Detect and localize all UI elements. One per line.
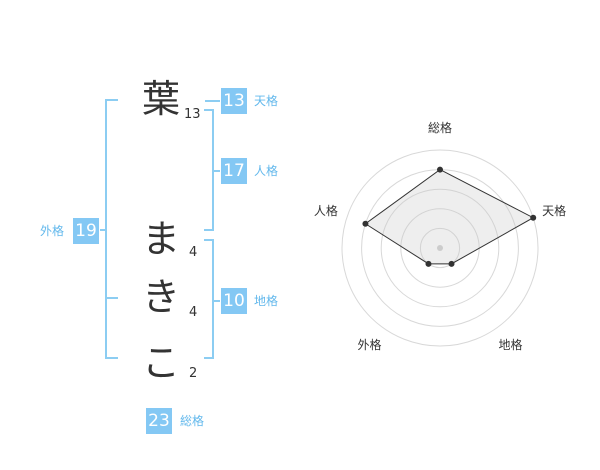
tenkaku-label: 天格 [254,94,279,108]
radar-ring [380,188,500,308]
radar-point-2 [530,214,537,221]
radar-label-2: 天格 [542,203,566,218]
soukaku-value: 23 [146,408,172,434]
jinkaku-label: 人格 [254,164,279,178]
name-char-1: 葉 [141,77,180,121]
gaikaku-label: 外格 [40,224,65,238]
name-char-2: ま [141,217,180,261]
gaikaku-value: 19 [73,218,99,244]
radar-label-1: 総格 [428,120,452,135]
radar-point-4 [425,260,432,267]
soukaku-label: 総格 [180,414,205,428]
radar-label-3: 地格 [499,337,523,352]
name-char-4: こ [141,341,180,385]
chikaku-label: 地格 [254,294,279,308]
stroke-count-1: 13 [184,107,201,122]
radar-point-1 [437,166,443,173]
stroke-count-3: 4 [189,305,198,320]
radar-label-5: 人格 [314,203,338,218]
radar-ring [341,149,539,347]
radar-ring [419,227,461,269]
radar-points [362,166,537,267]
chikaku-value: 10 [221,288,247,314]
stroke-count-2: 4 [189,245,198,260]
stroke-count-4: 2 [189,366,198,381]
radar-area [364,169,535,265]
radar-label-4: 外格 [357,337,381,352]
jinkaku-value: 17 [221,158,247,184]
radar-point-5 [362,220,369,227]
name-char-3: き [141,275,180,319]
tenkaku-value: 13 [221,88,247,114]
radar-center [437,245,443,251]
radar-point-3 [448,260,455,267]
